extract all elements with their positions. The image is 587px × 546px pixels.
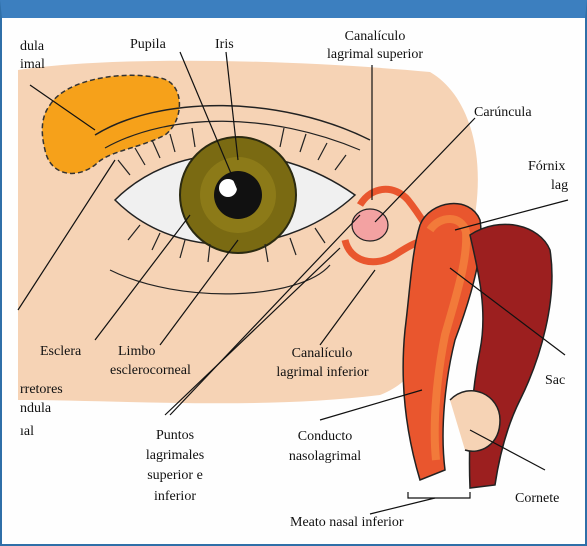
label-puntos-2: lagrimales [125,447,225,464]
label-caruncula: Carúncula [474,104,532,121]
label-excretores-1: rretores [20,381,63,398]
label-glandula: dula [20,38,44,55]
label-meato: Meato nasal inferior [290,514,404,531]
label-cornete: Cornete [515,490,559,507]
pupil-shape [214,171,262,219]
label-limbo-2: esclerocorneal [110,362,191,379]
label-conducto-1: Conducto [265,428,385,445]
label-iris: Iris [215,36,234,53]
label-canaliculo-superior-1: Canalículo [300,28,450,45]
label-esclera: Esclera [40,343,81,360]
label-excretores-2: ndula [20,400,51,417]
label-excretores-3: ıal [20,423,34,440]
label-fornix-2: lag [551,177,568,194]
label-puntos-1: Puntos [125,427,225,444]
label-canaliculo-inferior-2: lagrimal inferior [255,364,390,381]
label-conducto-2: nasolagrimal [265,448,385,465]
label-canaliculo-superior-2: lagrimal superior [290,46,460,63]
label-fornix-1: Fórnix [528,158,565,175]
label-puntos-4: inferior [125,488,225,505]
label-saco: Sac [545,372,565,389]
label-limbo-1: Limbo [118,343,155,360]
label-lagrimal: imal [20,56,45,73]
label-canaliculo-inferior-1: Canalículo [262,345,382,362]
label-pupila: Pupila [130,36,166,53]
label-puntos-3: superior e [125,467,225,484]
